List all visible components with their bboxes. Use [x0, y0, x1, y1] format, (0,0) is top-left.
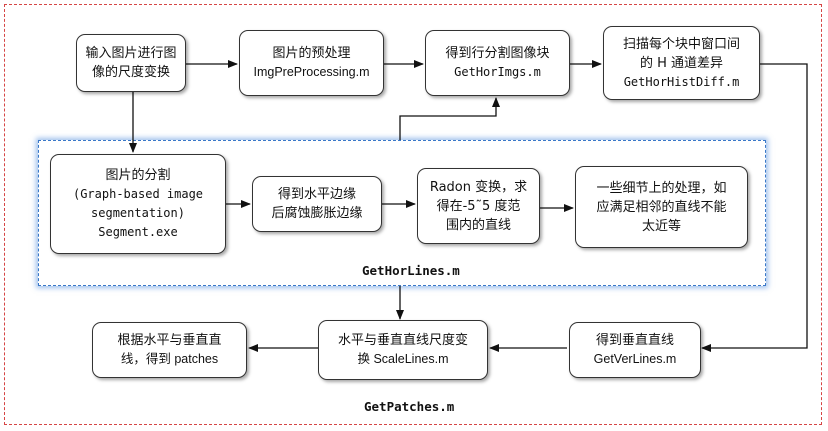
patches-line-2: 线，得到 patches	[120, 352, 219, 366]
input-scale-line-2: 像的尺度变换	[91, 65, 170, 80]
scan-windows-line-1: 扫描每个块中窗口间	[622, 36, 740, 52]
getpatches-label: GetPatches.m	[364, 399, 455, 414]
ver-lines-line-2: GetVerLines.m	[593, 352, 677, 366]
getpatches-frame	[4, 4, 822, 425]
hor-edges-line-2: 后腐蚀膨胀边缘	[271, 206, 363, 221]
scale-lines-line-2: 换 ScaleLines.m	[357, 352, 449, 366]
segment-line-4: Segment.exe	[98, 225, 178, 239]
radon-box: Radon 变换，求 得在-5˜5 度范 围内的直线	[417, 168, 540, 244]
scale-lines-box: 水平与垂直直线尺度变 换 ScaleLines.m	[318, 320, 488, 380]
details-box: 一些细节上的处理，如 应满足相邻的直线不能 太近等	[575, 166, 748, 248]
details-line-1: 一些细节上的处理，如	[596, 180, 727, 196]
radon-line-1: Radon 变换，求	[429, 179, 528, 195]
preprocess-line-2: ImgPreProcessing.m	[253, 65, 370, 79]
gethorlines-label: GetHorLines.m	[362, 263, 460, 278]
segment-box: 图片的分割 (Graph-based image segmentation) S…	[50, 154, 226, 254]
scan-windows-box: 扫描每个块中窗口间 的 H 通道差异 GetHorHistDiff.m	[603, 26, 760, 100]
scan-windows-line-2: 的 H 通道差异	[639, 55, 724, 71]
radon-line-3: 围内的直线	[445, 217, 511, 233]
scale-lines-line-1: 水平与垂直直线尺度变	[337, 333, 468, 348]
arrow-scan-to-ver-lines	[701, 63, 808, 352]
segment-line-3: segmentation)	[91, 206, 185, 220]
details-line-2: 应满足相邻的直线不能	[596, 199, 727, 215]
patches-box: 根据水平与垂直直 线，得到 patches	[92, 322, 247, 378]
hor-edges-line-1: 得到水平边缘	[277, 187, 356, 202]
get-hor-imgs-box: 得到行分割图像块 GetHorImgs.m	[425, 30, 570, 96]
segment-line-2: (Graph-based image	[72, 187, 204, 201]
radon-line-2: 得在-5˜5 度范	[436, 198, 521, 214]
get-hor-imgs-line-2: GetHorImgs.m	[454, 65, 541, 79]
segment-line-1: 图片的分割	[105, 168, 171, 183]
ver-lines-line-1: 得到垂直直线	[595, 333, 674, 348]
input-scale-line-1: 输入图片进行图	[85, 46, 177, 61]
preprocess-line-1: 图片的预处理	[272, 46, 351, 61]
ver-lines-box: 得到垂直直线 GetVerLines.m	[569, 322, 701, 378]
input-scale-box: 输入图片进行图 像的尺度变换	[76, 34, 186, 92]
patches-line-1: 根据水平与垂直直	[117, 333, 222, 348]
hor-edges-box: 得到水平边缘 后腐蚀膨胀边缘	[252, 176, 382, 232]
details-line-3: 太近等	[641, 218, 681, 234]
arrow-frame-to-hor-imgs	[399, 97, 500, 140]
scan-windows-line-3: GetHorHistDiff.m	[623, 74, 740, 89]
preprocess-box: 图片的预处理 ImgPreProcessing.m	[239, 30, 384, 96]
get-hor-imgs-line-1: 得到行分割图像块	[445, 46, 550, 61]
